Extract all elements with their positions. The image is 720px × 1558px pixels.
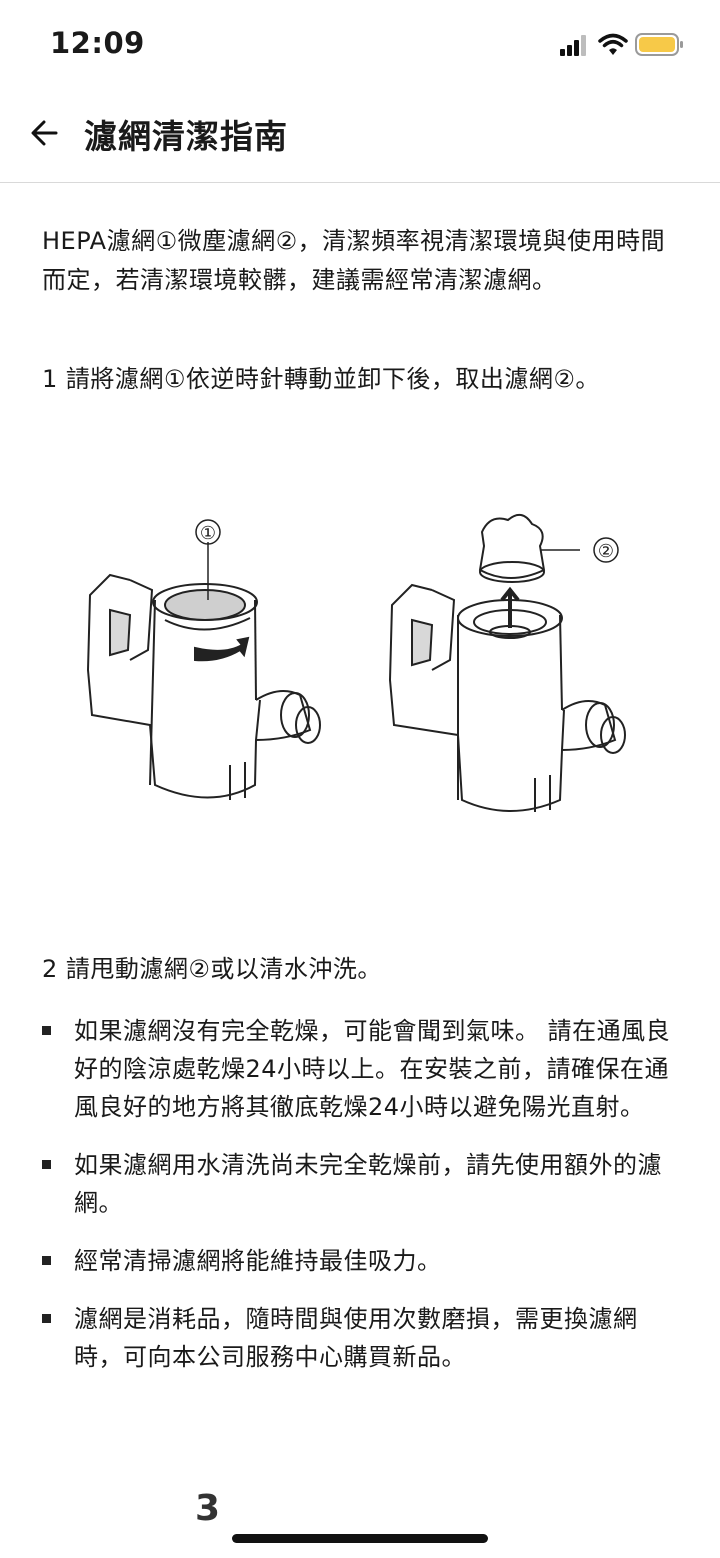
nav-header: 濾網清潔指南 (0, 88, 720, 183)
bullet-square-icon (42, 1160, 51, 1169)
intro-paragraph: HEPA濾網①微塵濾網②，清潔頻率視清潔環境與使用時間而定，若清潔環境較髒，建議… (42, 227, 666, 294)
vacuum-body-right: ② (388, 513, 626, 812)
note-text: 如果濾網沒有完全乾燥，可能會聞到氣味。 請在通風良好的陰涼處乾燥24小時以上。在… (74, 1017, 671, 1121)
list-item: 如果濾網沒有完全乾燥，可能會聞到氣味。 請在通風良好的陰涼處乾燥24小時以上。在… (42, 1012, 678, 1126)
callout-2-label: ② (598, 541, 614, 562)
back-arrow-icon[interactable] (26, 112, 68, 154)
notes-list: 如果濾網沒有完全乾燥，可能會聞到氣味。 請在通風良好的陰涼處乾燥24小時以上。在… (42, 1012, 678, 1396)
page-title: 濾網清潔指南 (84, 117, 288, 156)
battery-icon (635, 33, 683, 56)
partial-step-3-heading: 3 (195, 1488, 221, 1529)
signal-icon (560, 35, 586, 56)
status-icons (560, 33, 683, 56)
note-text: 如果濾網用水清洗尚未完全乾燥前，請先使用額外的濾網。 (74, 1151, 662, 1217)
step-1-text: 1 請將濾網①依逆時針轉動並卸下後，取出濾網②。 (42, 365, 600, 393)
status-bar: 12:09 (0, 0, 720, 88)
bullet-square-icon (42, 1256, 51, 1265)
home-indicator[interactable] (232, 1534, 488, 1543)
callout-1-label: ① (200, 523, 216, 544)
wifi-icon (598, 33, 628, 55)
note-text: 濾網是消耗品，隨時間與使用次數磨損，需更換濾網時，可向本公司服務中心購買新品。 (74, 1305, 638, 1371)
list-item: 濾網是消耗品，隨時間與使用次數磨損，需更換濾網時，可向本公司服務中心購買新品。 (42, 1300, 678, 1376)
filter-removal-illustration: ① ② (86, 513, 626, 812)
list-item: 如果濾網用水清洗尚未完全乾燥前，請先使用額外的濾網。 (42, 1146, 678, 1222)
note-text: 經常清掃濾網將能維持最佳吸力。 (74, 1247, 442, 1275)
bullet-square-icon (42, 1314, 51, 1323)
list-item: 經常清掃濾網將能維持最佳吸力。 (42, 1242, 678, 1280)
step-2-text: 2 請甩動濾網②或以清水沖洗。 (42, 955, 382, 983)
status-time: 12:09 (50, 26, 145, 60)
vacuum-body-left: ① (86, 519, 321, 800)
bullet-square-icon (42, 1026, 51, 1035)
